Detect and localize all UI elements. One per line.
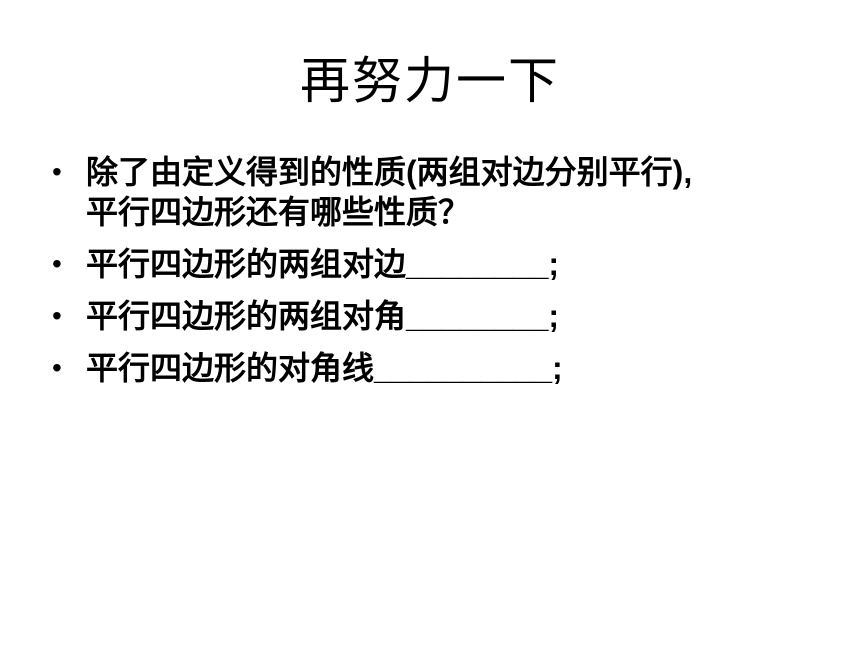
- bullet-item-opposite-sides: • 平行四边形的两组对边________;: [50, 244, 840, 284]
- fill-in-blank: ________: [406, 298, 549, 334]
- bullet-marker: •: [52, 352, 62, 383]
- bullet-text: 平行四边形的两组对边: [86, 246, 407, 282]
- slide-title: 再努力一下: [300, 52, 560, 110]
- bullet-marker: •: [52, 248, 62, 279]
- bullet-item-opposite-angles: • 平行四边形的两组对角________;: [50, 296, 840, 336]
- bullet-list: • 除了由定义得到的性质(两组对边分别平行), 平行四边形还有哪些性质？ • 平…: [50, 152, 840, 400]
- bullet-text: 除了由定义得到的性质(两组对边分别平行), 平行四边形还有哪些性质？: [86, 154, 693, 230]
- bullet-tail: ;: [548, 298, 560, 334]
- bullet-tail: ;: [548, 246, 560, 282]
- bullet-text: 平行四边形的两组对角: [86, 298, 407, 334]
- bullet-marker: •: [52, 156, 62, 187]
- bullet-marker: •: [52, 300, 62, 331]
- bullet-tail: ;: [551, 350, 563, 386]
- bullet-item-question: • 除了由定义得到的性质(两组对边分别平行), 平行四边形还有哪些性质？: [50, 152, 840, 232]
- fill-in-blank: ________: [406, 246, 549, 282]
- bullet-text: 平行四边形的对角线: [86, 350, 375, 386]
- bullet-item-diagonals: • 平行四边形的对角线__________;: [50, 348, 840, 388]
- fill-in-blank: __________: [374, 350, 552, 386]
